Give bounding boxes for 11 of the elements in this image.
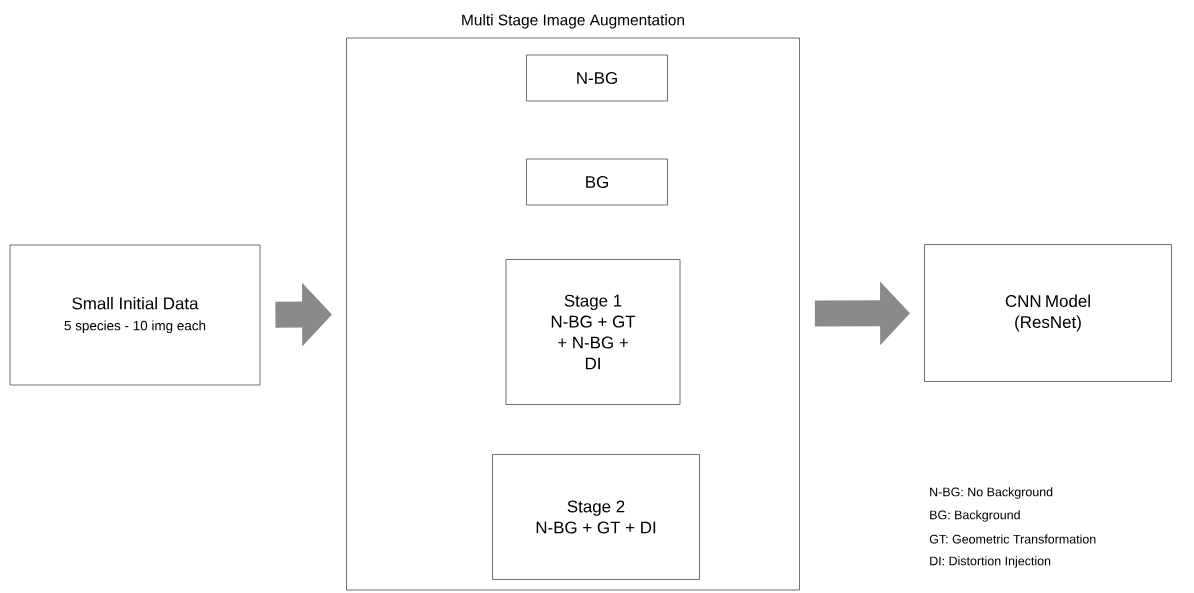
data-box: Small Initial Data 5 species - 10 img each xyxy=(9,244,261,386)
legend-note: BG: Background xyxy=(930,510,1020,522)
legend-note: DI: Distortion Injection xyxy=(930,556,1051,568)
legend-note: N-BG: No Background xyxy=(930,487,1053,499)
process-box: BG xyxy=(526,158,668,206)
panel-heading: Multi Stage Image Augmentation xyxy=(462,14,684,29)
model-box: CNN Model (ResNet) xyxy=(924,244,1172,382)
stage-box: Stage 2 N-BG + GT + DI xyxy=(492,454,700,580)
process-box: N-BG xyxy=(526,54,668,102)
legend-note: GT: Geometric Transformation xyxy=(929,534,1096,544)
stage-box: Stage 1 N-BG + GT + N-BG + DI xyxy=(505,259,681,405)
